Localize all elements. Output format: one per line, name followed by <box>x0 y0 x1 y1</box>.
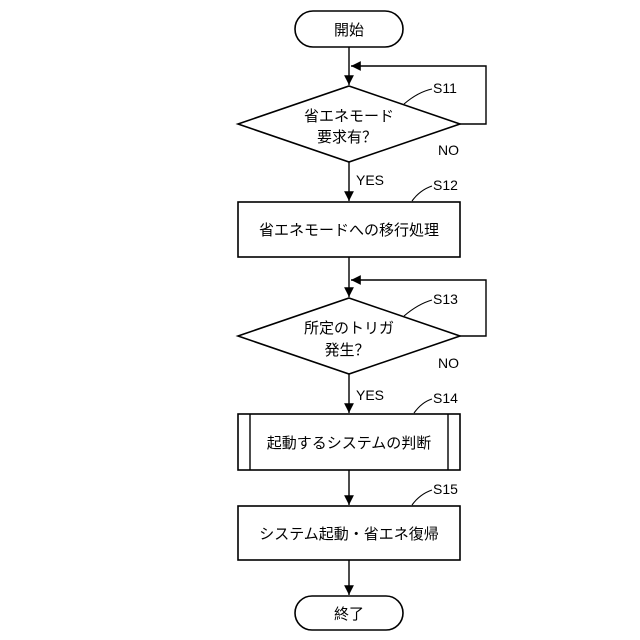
step-leader-s14 <box>414 399 432 413</box>
branch-label-s11-yes: YES <box>356 172 384 188</box>
step-leader-s12 <box>412 186 432 201</box>
step-label-s13: S13 <box>433 291 458 307</box>
decision-s13: 所定のトリガ 発生？ <box>238 298 460 374</box>
branch-label-s13-no: NO <box>438 355 459 371</box>
decision-s13-line2: 発生？ <box>324 341 369 359</box>
step-label-s11: S11 <box>433 80 457 96</box>
start-terminal: 開始 <box>295 11 403 47</box>
start-label: 開始 <box>334 21 364 39</box>
process-s12-label: 省エネモードへの移行処理 <box>259 221 439 239</box>
process-s14-label: 起動するシステムの判断 <box>267 434 432 452</box>
decision-s11-line2: 要求有？ <box>317 128 377 146</box>
end-terminal: 終了 <box>295 596 403 630</box>
branch-label-s13-yes: YES <box>356 387 384 403</box>
process-s12: 省エネモードへの移行処理 <box>238 202 460 257</box>
step-leader-s11 <box>404 89 432 104</box>
predefined-process-s14: 起動するシステムの判断 <box>238 414 460 470</box>
process-s15: システム起動・省エネ復帰 <box>238 506 460 560</box>
step-label-s15: S15 <box>433 481 458 497</box>
decision-s11-line1: 省エネモード <box>304 107 394 125</box>
step-label-s12: S12 <box>433 177 458 193</box>
decision-s13-line1: 所定のトリガ <box>304 319 394 337</box>
end-label: 終了 <box>334 605 364 623</box>
step-leader-s13 <box>404 300 432 316</box>
step-leader-s15 <box>412 490 432 505</box>
branch-label-s11-no: NO <box>438 142 459 158</box>
process-s15-label: システム起動・省エネ復帰 <box>259 525 439 543</box>
decision-s11: 省エネモード 要求有？ <box>238 86 460 162</box>
step-label-s14: S14 <box>433 390 458 406</box>
